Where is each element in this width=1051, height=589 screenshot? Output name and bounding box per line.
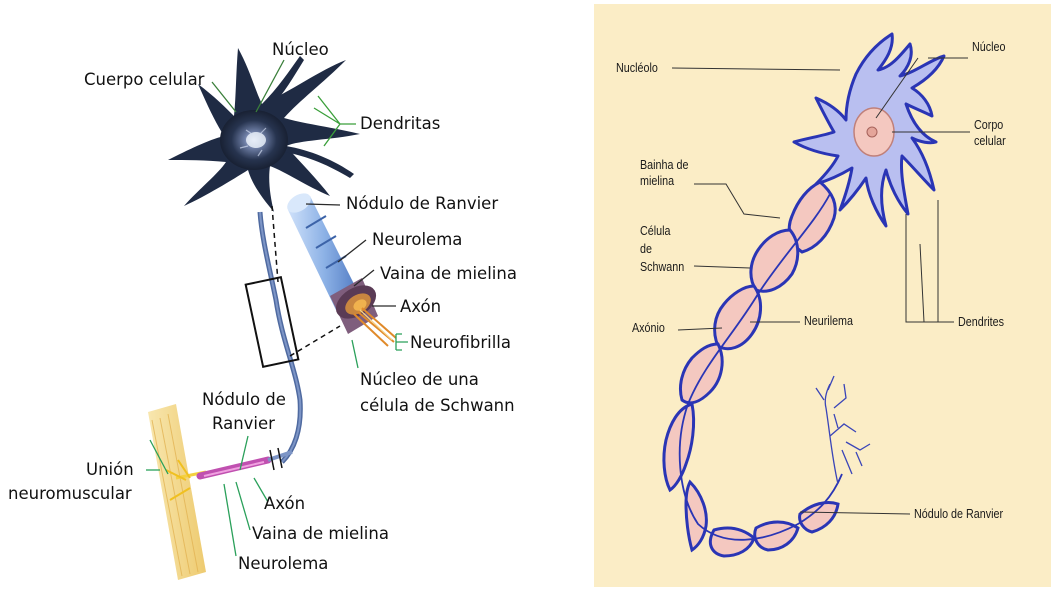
label-dendrites: Dendrites [958,315,1004,329]
label-nodulo-ranvier-top: Nódulo de Ranvier [346,194,498,213]
label-axonio: Axónio [632,321,665,335]
label-bainha-1: Bainha de [640,158,688,172]
label-nodulo-ranvier-bottom-2: Ranvier [212,414,275,433]
callout-lines-right [672,58,970,514]
label-axon-top: Axón [400,297,441,316]
label-dendritas: Dendritas [360,114,440,133]
label-nucleo-schwann-2: célula de Schwann [360,396,515,415]
myelinated-axon [664,182,838,556]
label-nucleo-schwann-1: Núcleo de una [360,370,479,389]
right-neuron-illustration [594,4,1051,587]
label-union-2: neuromuscular [8,484,132,503]
label-corpo-2: celular [974,134,1006,148]
right-neuron-diagram: Nucléolo Núcleo Corpo celular Bainha de … [594,4,1051,587]
label-union-1: Unión [86,460,134,479]
label-neurolema-bottom: Neurolema [238,554,328,573]
label-neurofibrilla: Neurofibrilla [410,333,511,352]
label-vaina-mielina-top: Vaina de mielina [380,264,517,283]
label-axon-bottom: Axón [264,494,305,513]
label-nodulo-ranvier-bottom-1: Nódulo de [202,390,286,409]
label-celula-2: de [640,242,652,256]
label-nucleo-right: Núcleo [972,40,1005,54]
left-neuron-diagram: Núcleo Cuerpo celular Dendritas Nódulo d… [0,0,540,589]
label-nodulo-ranvier-right: Nódulo de Ranvier [914,507,1003,521]
label-nucleolo: Nucléolo [616,61,658,75]
label-corpo-1: Corpo [974,118,1003,132]
label-celula-3: Schwann [640,260,684,274]
axon-terminals [816,376,870,484]
label-neurilema: Neurilema [804,314,853,328]
label-vaina-mielina-bottom: Vaina de mielina [252,524,389,543]
label-celula-1: Célula [640,224,670,238]
label-neurolema-top: Neurolema [372,230,462,249]
label-nucleo: Núcleo [272,40,329,59]
label-bainha-2: mielina [640,174,674,188]
label-cuerpo-celular: Cuerpo celular [84,70,204,89]
